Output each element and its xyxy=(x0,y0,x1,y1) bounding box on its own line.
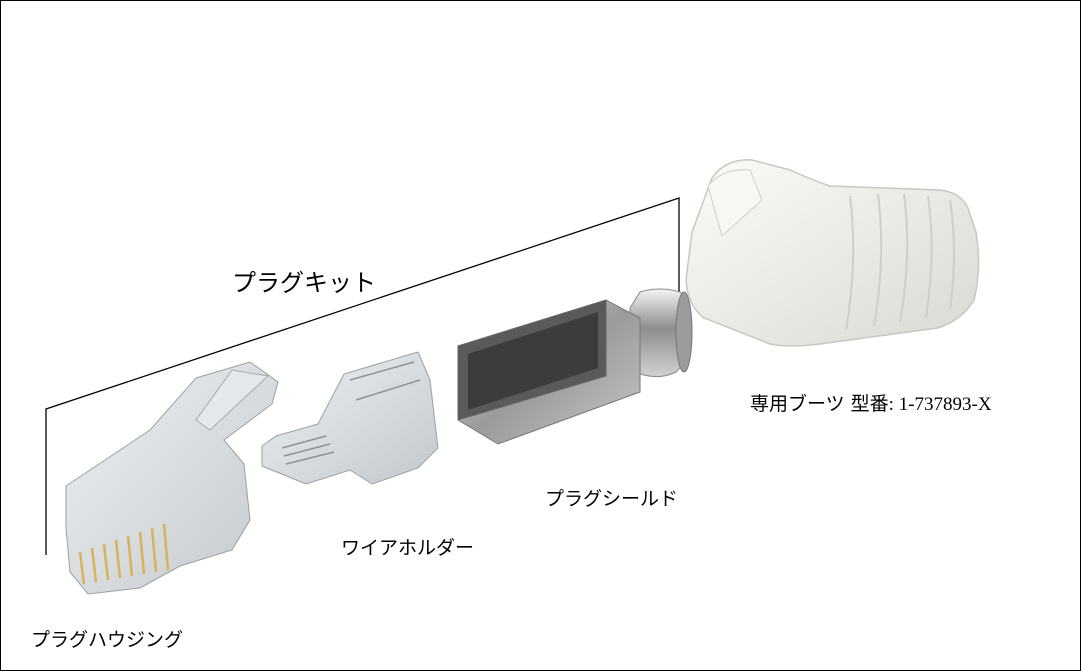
plug-kit-label: プラグキット xyxy=(232,269,376,297)
wire-holder-image xyxy=(261,351,439,485)
plug-housing-label: プラグハウジング xyxy=(31,629,184,651)
plug-kit-bracket xyxy=(45,197,680,555)
plug-shield-label: プラグシールド xyxy=(545,488,679,510)
boot-label: 専用ブーツ 型番: 1-737893-X xyxy=(750,389,992,416)
boot-model-number: 型番: 1-737893-X xyxy=(850,394,992,415)
wire-holder-label: ワイアホルダー xyxy=(341,537,475,559)
shield-image xyxy=(457,288,693,445)
boot-image xyxy=(685,159,980,347)
housing-image xyxy=(65,361,279,595)
boot-name: 専用ブーツ xyxy=(750,393,845,415)
